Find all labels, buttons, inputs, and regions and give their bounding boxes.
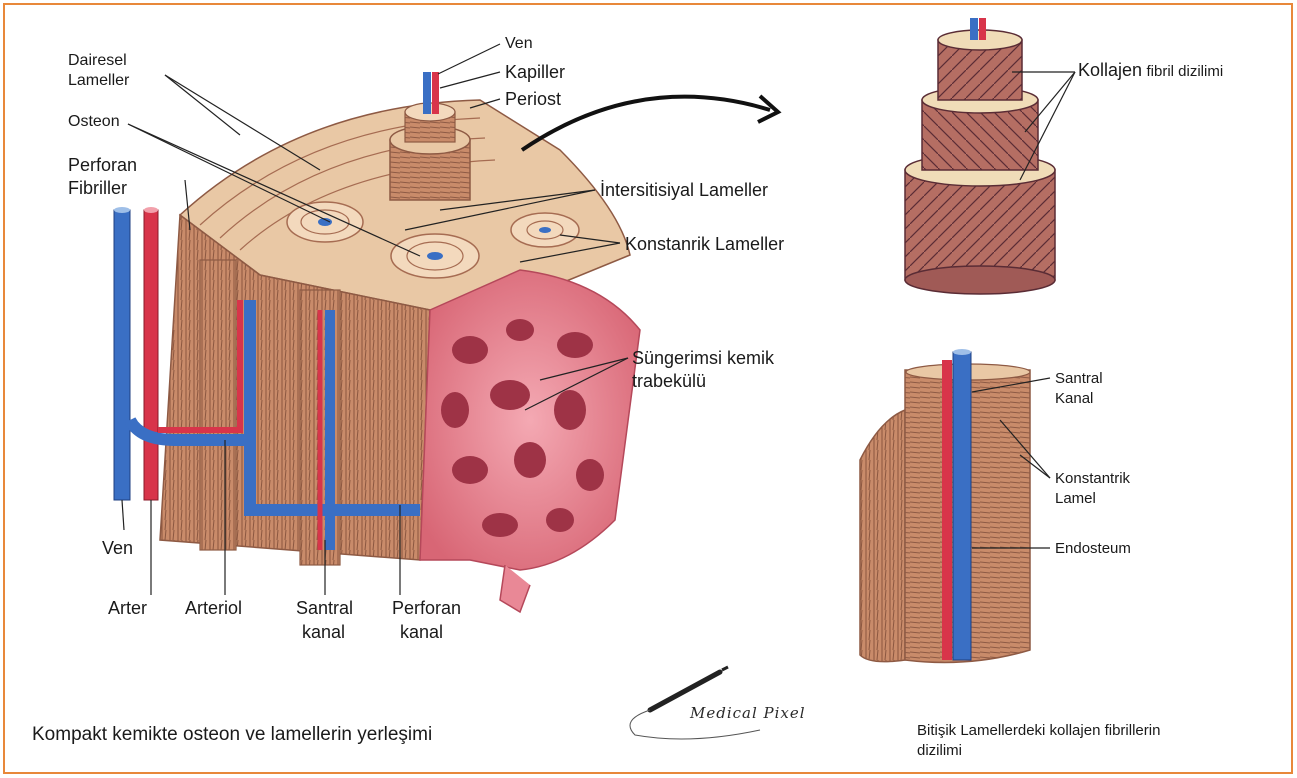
- spongy-bone: [420, 270, 640, 612]
- label-kollajen: Kollajen fibril dizilimi: [1078, 60, 1223, 81]
- label-konstanrik: Konstanrik Lameller: [625, 234, 784, 255]
- collagen-cylinders: [905, 18, 1075, 294]
- label-santral-kanal-2: kanal: [302, 622, 345, 643]
- label-perforan-fibriller-1: Perforan: [68, 155, 137, 176]
- label-sungerimsi-2: trabekülü: [632, 371, 706, 392]
- label-santral-kanal-right-1: Santral: [1055, 370, 1103, 387]
- label-periost: Periost: [505, 89, 561, 110]
- caption-left: Kompakt kemikte osteon ve lamellerin yer…: [32, 724, 432, 746]
- label-osteon: Osteon: [68, 113, 120, 131]
- label-santral-kanal-right-2: Kanal: [1055, 390, 1093, 407]
- label-endosteum: Endosteum: [1055, 540, 1131, 557]
- label-konstantrik-lamel-1: Konstantrik: [1055, 470, 1130, 487]
- label-intersitisiyal: İntersitisiyal Lameller: [600, 180, 768, 201]
- label-arter: Arter: [108, 598, 147, 619]
- label-arteriol: Arteriol: [185, 598, 242, 619]
- osteon-cutaway: [860, 349, 1050, 662]
- label-santral-kanal-1: Santral: [296, 598, 353, 619]
- label-perforan-kanal-1: Perforan: [392, 598, 461, 619]
- label-dairesel-2: Lameller: [68, 72, 129, 90]
- caption-right-1: Bitişik Lamellerdeki kollajen fibrilleri…: [917, 722, 1160, 739]
- label-kollajen-small: fibril dizilimi: [1147, 63, 1224, 80]
- logo-text: Medical Pixel: [690, 704, 806, 722]
- label-kollajen-big: Kollajen: [1078, 60, 1142, 80]
- label-konstantrik-lamel-2: Lamel: [1055, 490, 1096, 507]
- label-kapiller: Kapiller: [505, 62, 565, 83]
- label-perforan-fibriller-2: Fibriller: [68, 178, 127, 199]
- caption-right-2: dizilimi: [917, 742, 962, 759]
- label-perforan-kanal-2: kanal: [400, 622, 443, 643]
- label-ven-top: Ven: [505, 35, 533, 53]
- label-dairesel-1: Dairesel: [68, 52, 127, 70]
- label-ven-bottom: Ven: [102, 538, 133, 559]
- label-sungerimsi-1: Süngerimsi kemik: [632, 348, 774, 369]
- pen-icon: [630, 667, 760, 739]
